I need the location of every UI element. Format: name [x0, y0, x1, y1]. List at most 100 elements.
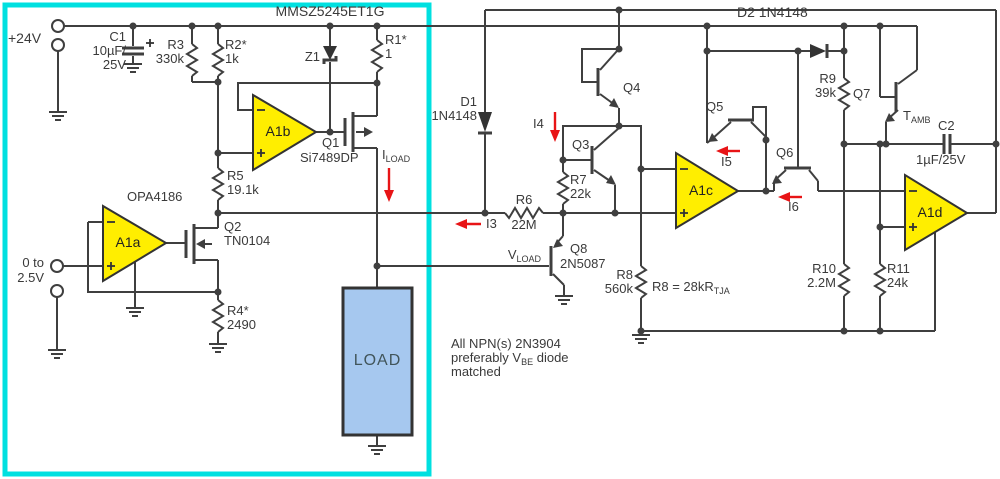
a1c-label: A1c: [688, 182, 714, 198]
input-range-1: 0 to: [22, 255, 44, 270]
i4-label: I4: [533, 116, 544, 131]
q2-name: Q2: [224, 219, 242, 234]
iload-label: ILOAD: [382, 147, 411, 165]
q3-name: Q3: [572, 137, 590, 152]
diode-d2: [810, 44, 829, 58]
input-range-2: 2.5V: [17, 270, 44, 285]
zener-z1: [322, 46, 338, 64]
opamp-a1d: [904, 173, 969, 252]
c1-value-2: 25V: [102, 57, 126, 72]
resistor-r8: [634, 265, 648, 299]
resistor-r7: [556, 171, 570, 205]
opamp-a1a: [102, 204, 168, 283]
r5-value: 19.1k: [227, 182, 259, 197]
note-line-1: All NPN(s) 2N3904: [451, 336, 561, 351]
r1-name: R1*: [385, 32, 407, 47]
r7-value: 22k: [570, 186, 591, 201]
i6-arrow: [778, 192, 802, 202]
d1-name: D1: [460, 94, 477, 109]
i4-arrow: [550, 112, 560, 142]
resistor-r10: [837, 263, 851, 297]
ground-symbols: [48, 63, 650, 455]
q4-name: Q4: [623, 80, 641, 95]
transistor-q8: [549, 213, 565, 296]
r3-name: R3: [167, 37, 184, 52]
q1-name: Q1: [322, 135, 340, 150]
z1-name: Z1: [304, 49, 320, 64]
r7-name: R7: [570, 172, 587, 187]
opamp-part-number: OPA4186: [127, 189, 183, 204]
r9-name: R9: [819, 71, 836, 86]
i5-label: I5: [721, 154, 732, 169]
resistor-r11: [873, 263, 887, 297]
resistor-r3: [185, 43, 199, 77]
current-arrows: [384, 112, 802, 229]
highlight-frame: [2, 2, 432, 477]
r6-value: 22M: [511, 217, 537, 232]
rail-voltage-label: +24V: [8, 30, 42, 46]
zener-part-number: MMSZ5245ET1G: [275, 3, 385, 19]
r2-value: 1k: [225, 51, 239, 66]
a1d-label: A1d: [917, 204, 943, 220]
capacitor-c2: [942, 134, 952, 154]
vload-label: VLOAD: [507, 247, 541, 265]
q8-name: Q8: [570, 241, 588, 256]
r10-name: R10: [812, 261, 836, 276]
load-box: [341, 266, 414, 437]
resistor-r1: [370, 39, 384, 73]
resistor-r2: [211, 43, 225, 77]
c2-value: 1µF/25V: [916, 152, 966, 167]
r4-name: R4*: [227, 303, 249, 318]
q5-name: Q5: [706, 99, 724, 114]
opamp-a1c: [675, 151, 740, 230]
transistor-q7: [885, 69, 918, 122]
transistor-q5: [706, 106, 767, 144]
resistor-r6: [504, 206, 544, 220]
r2-name: R2*: [225, 37, 247, 52]
r9-value: 39k: [815, 85, 836, 100]
wires: [56, 9, 997, 446]
q8-part: 2N5087: [560, 256, 606, 271]
q7-name: Q7: [853, 86, 871, 101]
resistor-r9: [837, 77, 851, 111]
q1-part: Si7489DP: [300, 150, 359, 165]
i3-arrow: [455, 219, 481, 229]
diode-d1: [478, 112, 492, 135]
a1a-label: A1a: [115, 234, 141, 250]
r10-value: 2.2M: [807, 275, 836, 290]
iload-arrow: [384, 168, 394, 202]
load-label: LOAD: [353, 352, 402, 369]
r8-name: R8: [616, 267, 633, 282]
i3-label: I3: [486, 216, 497, 231]
i6-label: I6: [788, 199, 799, 214]
r4-value: 2490: [227, 317, 256, 332]
r5-name: R5: [227, 168, 244, 183]
transistor-q4: [596, 50, 619, 108]
transistor-q3: [590, 127, 620, 185]
note-line-3: matched: [451, 364, 501, 379]
q2-part: TN0104: [224, 233, 271, 248]
c2-name: C2: [938, 118, 955, 133]
resistor-r5: [211, 167, 225, 201]
junction-dots: [129, 6, 1000, 335]
r1-value: 1: [385, 46, 393, 61]
r6-name: R6: [515, 192, 533, 207]
q6-name: Q6: [776, 145, 794, 160]
note-line-2: preferably VBE diode: [451, 350, 569, 368]
d1-part: 1N4148: [431, 108, 477, 123]
terminal-circles: [50, 19, 65, 298]
opamp-a1b: [252, 93, 318, 172]
d2-label: D2 1N4148: [737, 4, 808, 20]
resistors: [185, 39, 887, 333]
i5-arrow: [716, 146, 740, 156]
r3-value: 330k: [155, 51, 184, 66]
mosfet-q1: [343, 112, 377, 152]
capacitor-c1: [122, 39, 154, 56]
resistor-r4: [211, 299, 225, 333]
r11-value: 24k: [887, 275, 908, 290]
r8-formula: R8 = 28kRTJA: [652, 279, 730, 297]
tamb-label: TAMB: [903, 108, 931, 126]
mosfet-q2: [184, 224, 218, 264]
